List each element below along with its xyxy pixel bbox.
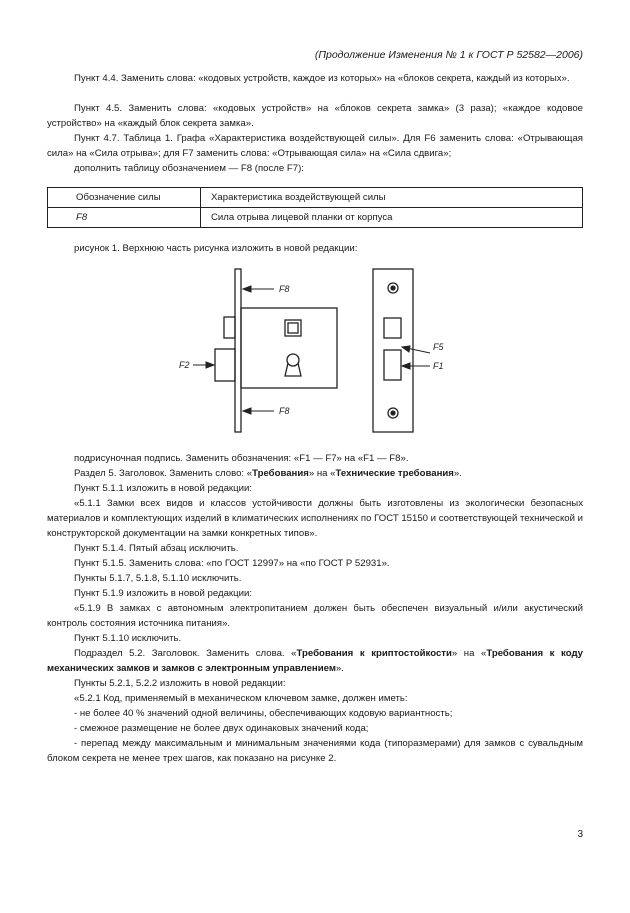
table-row: F8 Сила отрыва лицевой планки от корпуса	[47, 207, 583, 228]
paragraph-5-2: Подраздел 5.2. Заголовок. Заменить слова…	[47, 646, 583, 676]
face-plate-front	[372, 268, 414, 433]
spindle-hole	[284, 319, 302, 337]
keyhole-slot	[284, 362, 302, 377]
label-f2: F2	[179, 360, 190, 370]
screw-top-icon	[387, 282, 399, 294]
paragraph-caption: подрисуночная подпись. Заменить обозначе…	[74, 453, 409, 464]
paragraph-5-1-1-text: «5.1.1 Замки всех видов и классов устойч…	[47, 498, 583, 539]
paragraph-section-5: Раздел 5. Заголовок. Заменить слово: «Тр…	[47, 466, 583, 481]
list-item: - смежное размещение не более двух одина…	[74, 723, 369, 734]
paragraph-4-7: Пункт 4.7. Таблица 1. Графа «Характерист…	[47, 133, 583, 159]
table-cell: F8	[47, 207, 201, 228]
text-run: » на «	[451, 648, 487, 659]
screw-bottom-center	[390, 410, 396, 416]
f8-top-arrowhead	[241, 285, 252, 293]
page-number: 3	[577, 829, 583, 840]
f2-arrowhead	[205, 361, 216, 369]
table-cell: Сила отрыва лицевой планки от корпуса	[200, 207, 583, 228]
label-f8-top: F8	[279, 284, 290, 294]
paragraph-5-1-7: Пункты 5.1.7, 5.1.8, 5.1.10 исключить.	[74, 573, 242, 584]
label-f5: F5	[433, 342, 444, 352]
paragraph-5-1-4: Пункт 5.1.4. Пятый абзац исключить.	[74, 543, 239, 554]
bold-run: Требования к коду механических замков и …	[47, 648, 584, 674]
bold-run: Требования	[252, 468, 309, 479]
force-table: Обозначение силы Характеристика воздейст…	[47, 187, 583, 228]
paragraph-5-1-9-text: «5.1.9 В замках с автономным электропита…	[47, 603, 583, 629]
table-header-row: Обозначение силы Характеристика воздейст…	[47, 187, 583, 208]
paragraph-5-2-1-text: «5.2.1 Код, применяемый в механическом к…	[74, 693, 408, 704]
list-item: - не более 40 % значений одной величины,…	[74, 708, 453, 719]
bold-run: Технические требования	[335, 468, 454, 479]
screw-bottom-icon	[387, 407, 399, 419]
paragraph-5-2-1: Пункты 5.2.1, 5.2.2 изложить в новой ред…	[74, 678, 286, 689]
paragraph-table-add: дополнить таблицу обозначением — F8 (пос…	[74, 163, 304, 174]
f8-bottom-arrowhead	[241, 407, 252, 415]
paragraph-5-1-10: Пункт 5.1.10 исключить.	[74, 633, 182, 644]
paragraph-4-5: Пункт 4.5. Заменить слова: «кодовых устр…	[47, 103, 583, 129]
screw-top-center	[390, 285, 396, 291]
f1-arrowhead	[400, 362, 411, 370]
f5-arrowhead	[400, 345, 411, 353]
label-f8-bottom: F8	[279, 406, 290, 416]
lock-body	[240, 307, 338, 389]
paragraph-4-4: Пункт 4.4. Заменить слова: «кодовых устр…	[74, 73, 570, 84]
text-run: » на «	[308, 468, 336, 479]
text-run: ».	[453, 468, 462, 479]
running-header: (Продолжение Изменения № 1 к ГОСТ Р 5258…	[314, 49, 583, 61]
text-run: ».	[335, 663, 344, 674]
label-f1: F1	[433, 361, 444, 371]
dead-bolt	[214, 348, 236, 382]
list-item: - перепад между максимальным и минимальн…	[47, 738, 583, 764]
bold-run: Требования к криптостойкости	[296, 648, 452, 659]
text-run: Раздел 5. Заголовок. Заменить слово: «	[74, 468, 253, 479]
text-run: Подраздел 5.2. Заголовок. Заменить слова…	[74, 648, 297, 659]
spindle-hole-inner	[287, 322, 299, 334]
paragraph-5-1-5: Пункт 5.1.5. Заменить слова: «по ГОСТ 12…	[74, 558, 390, 569]
paragraph-5-1-1: Пункт 5.1.1 изложить в новой редакции:	[74, 483, 252, 494]
face-plate-side	[234, 268, 242, 433]
latch-opening	[383, 317, 402, 339]
latch-bolt	[223, 316, 236, 339]
keyhole-icon	[286, 353, 300, 367]
paragraph-5-1-9: Пункт 5.1.9 изложить в новой редакции:	[74, 588, 252, 599]
paragraph-figure-1: рисунок 1. Верхнюю часть рисунка изложит…	[74, 243, 358, 254]
bolt-opening	[383, 349, 402, 381]
